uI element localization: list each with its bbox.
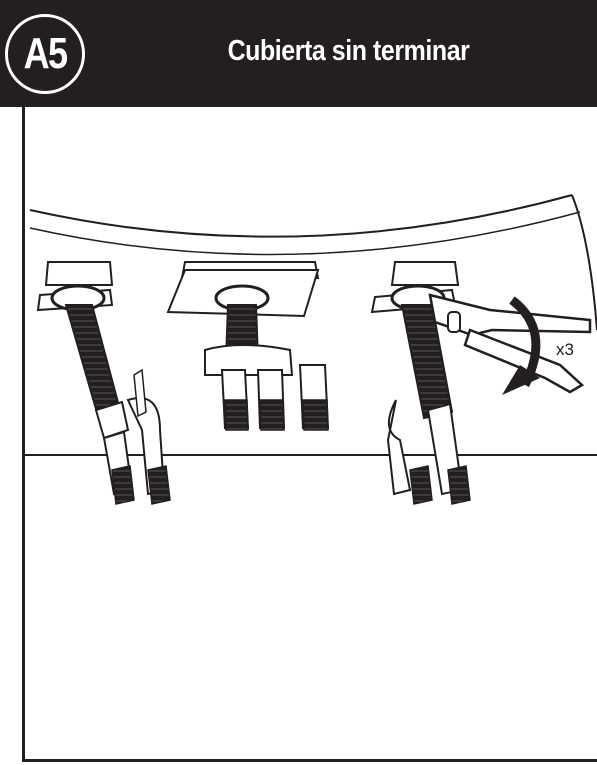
- valve-right: [372, 262, 470, 504]
- valve-center: [168, 262, 328, 430]
- valve-left: [38, 262, 170, 504]
- repeat-count-label: x3: [556, 340, 574, 360]
